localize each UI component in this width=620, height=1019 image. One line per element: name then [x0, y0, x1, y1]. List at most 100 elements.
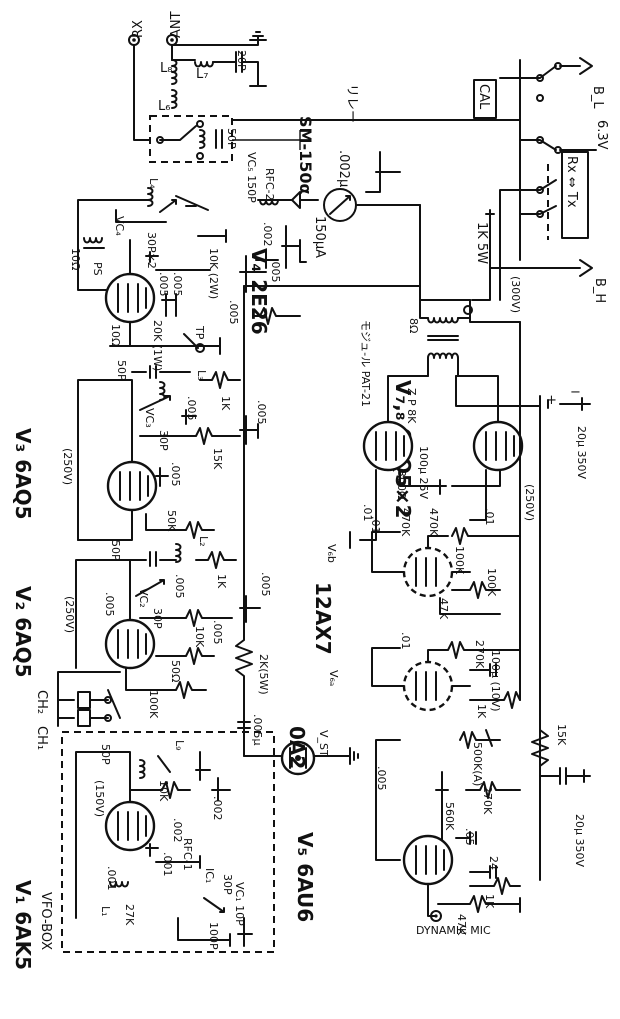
v1-label: V₁ 6AK5	[11, 880, 35, 970]
l3-label: L₃	[195, 370, 208, 381]
l4-label: L₄	[147, 178, 160, 189]
c30x2-label: 30P×2	[145, 232, 158, 269]
l9-label: L₉	[173, 740, 186, 751]
r15ka-label: 15K	[211, 448, 224, 470]
v63-label: 6.3V	[594, 120, 609, 150]
v4-stage: V₄ 2E26 PS 10Ω L₄ VC₄ 30P×2 10K (2W) .00…	[69, 178, 301, 371]
meter-cap-label: .002μ	[336, 150, 351, 187]
c30p-label: 30P	[157, 430, 170, 451]
vst-label: V_ST	[317, 730, 330, 757]
v250c-label: (250V)	[523, 484, 536, 521]
v5-stage: V₅ 6AU6 DYNAMIC MIC .005 560K .05 270K 2…	[293, 699, 591, 937]
c002c-label: .002	[171, 818, 184, 843]
vfo-box: VFO-BOX V₁ 6AK5 (150V) 50P L₉ 10K .002 .…	[11, 731, 275, 970]
r100kb-label: 100K	[453, 546, 466, 575]
v6b-label: V₆b	[325, 544, 338, 563]
r1kd-label: 1K	[475, 704, 488, 719]
v3-label: V₃ 6AQ5	[11, 428, 35, 520]
r1kb-label: 1K	[215, 574, 228, 589]
r10ohm-label: 10Ω	[69, 248, 82, 270]
vc5-label: VC₅ 150P	[245, 152, 258, 203]
r270k-v5-label: 270K	[481, 786, 494, 815]
v2-label: V₂ 6AQ5	[11, 586, 35, 678]
vc3-label: VC₃	[143, 408, 156, 428]
vc2-label: VC₂	[137, 588, 150, 608]
v5-label: V₅ 6AU6	[293, 832, 317, 922]
c20u-a-label: 20μ 350V	[573, 814, 586, 867]
tp-label: TP	[193, 325, 206, 340]
r47kb-label: 47K	[437, 598, 450, 620]
c24-label: 24	[487, 856, 500, 870]
c005-v2-label: .005	[259, 572, 272, 597]
mod-transformer-label: モジュ-ル PAT-21	[359, 320, 372, 407]
v6-label: 12AX7	[311, 582, 335, 655]
c100p-label: 100P	[207, 922, 220, 950]
r560k-label: 560K	[443, 802, 456, 831]
r1k5w-label: 1K 5W	[474, 222, 489, 264]
b-plus-rail	[519, 321, 541, 537]
c005u-label: .005μ	[251, 714, 264, 746]
vfo-box-label: VFO-BOX	[38, 892, 53, 950]
v78-stage: V₇,₈ 6AQ5×2 モジュ-ル PAT-21 Z P 8K 8Ω + − 2…	[349, 299, 591, 549]
bminus-sign: −	[570, 385, 581, 400]
zp-label: Z P 8K	[405, 388, 418, 424]
r2k5w-label: 2K(5W)	[257, 654, 270, 695]
c005g-label: .005	[169, 462, 182, 487]
bl-label: B_L	[590, 86, 605, 109]
ic1-label: IC₁	[203, 868, 216, 883]
l2-label: L₂	[197, 536, 210, 547]
c01-v8-label: .01	[483, 508, 496, 526]
r100kc-label: 100K	[485, 568, 498, 597]
c50p3-label: 50P	[109, 540, 122, 561]
r15kb-label: 15K	[555, 724, 568, 746]
r50ohm-label: 50Ω	[169, 660, 182, 682]
c50p2-label: 50P	[115, 360, 128, 381]
v250a-label: (250V)	[61, 448, 74, 485]
c001a-label: .001	[161, 852, 174, 877]
vc4-label: VC₄	[113, 216, 126, 236]
rx-label: RX	[131, 20, 146, 38]
regulator: 2K(5W) .005μ 0A2 V_ST	[235, 285, 421, 776]
l8-label: L₈	[160, 61, 172, 76]
c005-mic-label: .005	[375, 766, 388, 791]
v6a-label: V₆ₐ	[327, 670, 340, 686]
v150-label: (150V)	[93, 780, 106, 817]
r470kb-label: 470K	[427, 508, 440, 537]
l6-label: L₆	[158, 99, 170, 114]
l7-label: L₇	[196, 67, 208, 82]
cal-box[interactable]: CAL	[476, 84, 491, 110]
meter-section: SM-150α .002μ 150μA VC₅ 150P RFC-2 .002	[245, 116, 471, 301]
r500k-label: 500K(A)	[471, 742, 484, 786]
rfc2-label: RFC-2	[263, 168, 276, 201]
r270k-label: 270K	[473, 640, 486, 669]
r1kc-label: 1K	[483, 894, 496, 909]
c002a-label: .002	[261, 222, 274, 247]
vc1-label: VC₁ 10P	[233, 882, 246, 926]
v2-stage: V₂ 6AQ5 (250V) 50P L₂ 1K VC₂ 30P .005 .0…	[11, 536, 272, 750]
c20p-label: 20P	[235, 50, 248, 71]
mic-label: DYNAMIC MIC	[416, 924, 491, 937]
v3-stage: V₃ 6AQ5 (250V) 50P L₃ 1K VC₃ 30P .005 15…	[11, 360, 268, 541]
c50p-relay-label: 50P	[225, 128, 238, 149]
meter-model-label: SM-150α	[296, 116, 315, 194]
c005a-label: .005	[157, 272, 170, 297]
v300-label: (300V)	[509, 276, 522, 313]
c100ua-label: 100μ (10V)	[489, 650, 502, 712]
z8-label: 8Ω	[407, 318, 420, 333]
c005d-label: .005	[227, 300, 240, 325]
c100u-label: 100μ 25V	[417, 446, 430, 499]
v250b-label: (250V)	[63, 596, 76, 633]
rfc1-label: RFC-1	[181, 838, 194, 871]
bh-label: B_H	[592, 278, 607, 303]
v6-stage: 12AX7 V₆b V₆ₐ .01 270K 100μ (10V) 1K 500…	[311, 516, 541, 786]
c005-v2b-label: .005	[211, 620, 224, 645]
c005e-label: .005	[185, 396, 198, 421]
r10k-label: 10K (2W)	[207, 248, 220, 299]
c005f-label: .005	[255, 400, 268, 425]
ps-label: PS	[91, 262, 104, 276]
r1ka-label: 1K	[219, 396, 232, 411]
c01c-label: .01	[361, 504, 374, 522]
relay-bank: リレー CAL B_L 6.3V Rx ⇔ Tx 1K 5W B_H (300V…	[231, 57, 609, 313]
rx-tx-switch[interactable]: Rx ⇔ Tx	[564, 156, 579, 208]
